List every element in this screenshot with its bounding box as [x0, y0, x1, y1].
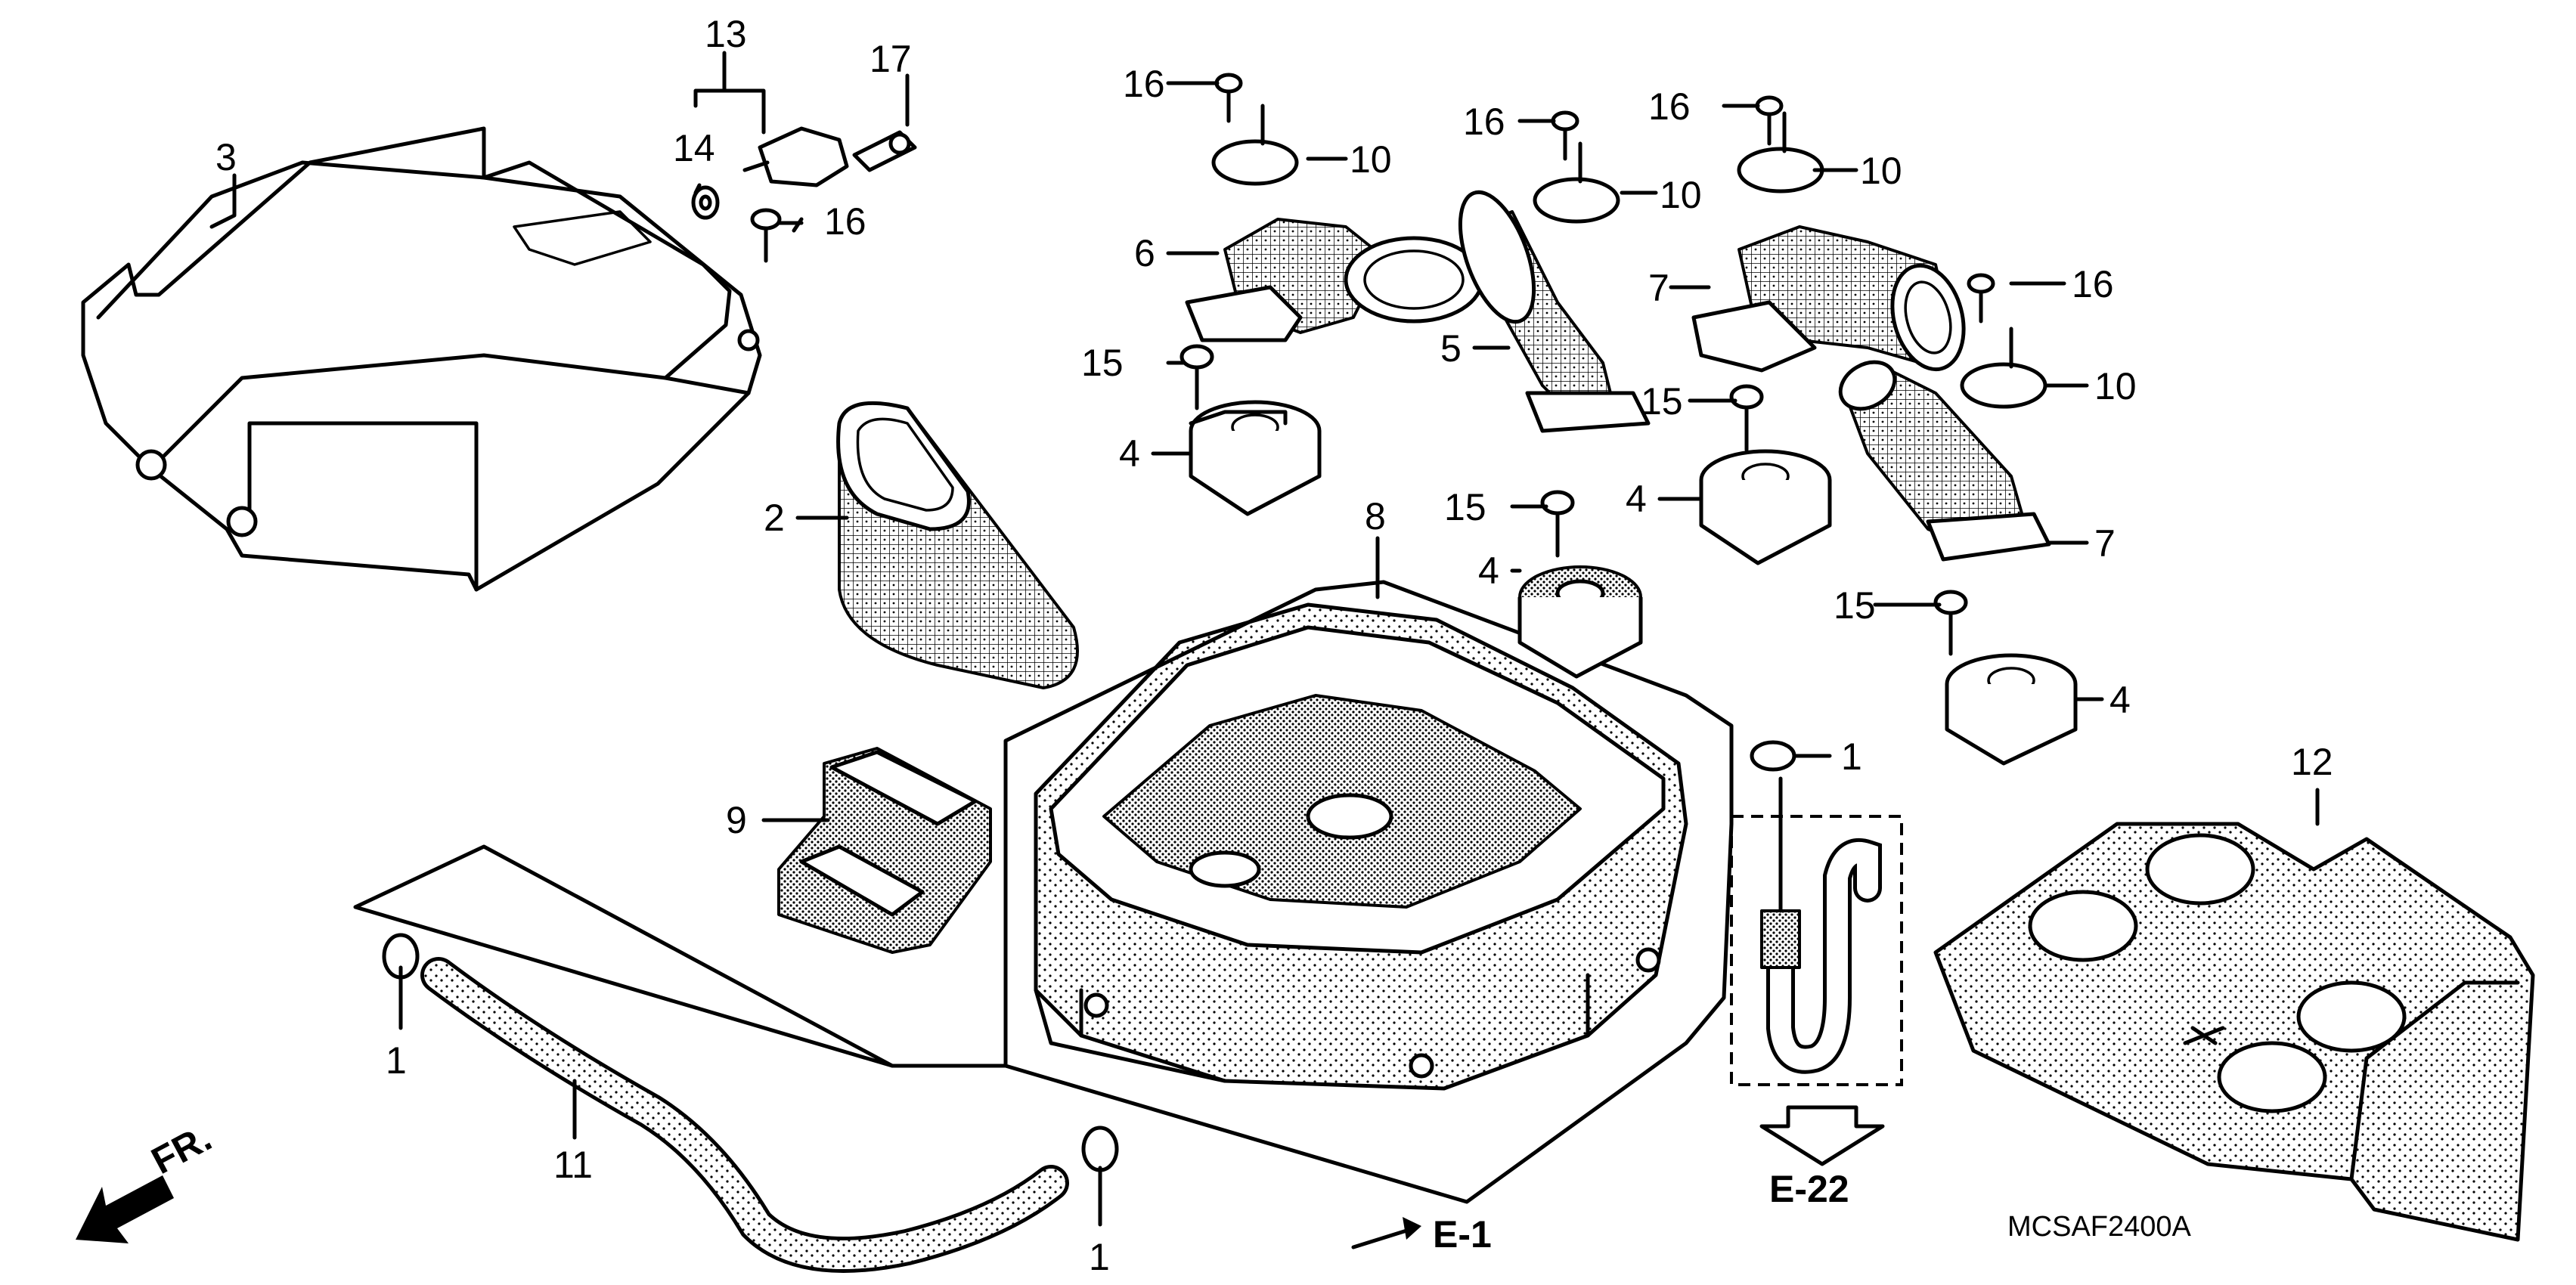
callout-10-a: 10 [1350, 138, 1392, 181]
air-funnel-part-7-upper [1691, 225, 1966, 373]
callout-12: 12 [2291, 741, 2333, 783]
insulator-part-4-d [1945, 653, 2078, 766]
hose-clip-part-1 [382, 740, 1796, 1172]
callout-4-b: 4 [1626, 478, 1647, 520]
insulator-part-4-a [1189, 400, 1322, 516]
callout-4-a: 4 [1119, 432, 1140, 475]
protector-bracket-part-12 [1933, 822, 2535, 1242]
air-funnel-part-6 [1185, 218, 1484, 342]
callout-11: 11 [553, 1144, 593, 1186]
reference-box-e-22 [1730, 776, 1903, 1166]
callout-7-lower: 7 [2094, 522, 2116, 565]
callout-1-right: 1 [1841, 735, 1862, 778]
callout-3: 3 [215, 136, 237, 178]
callout-14: 14 [673, 127, 715, 169]
air-cleaner-cover-part-3 [81, 126, 762, 592]
e-1-pointer [1351, 1226, 1416, 1249]
front-label: FR. [144, 1116, 218, 1182]
callout-15-b: 15 [1641, 380, 1683, 423]
callout-2: 2 [764, 497, 785, 539]
callout-15-a: 15 [1081, 342, 1124, 384]
callout-5: 5 [1440, 327, 1462, 370]
callout-17: 17 [870, 38, 912, 80]
clamp-part-10 [1211, 104, 2047, 409]
callout-16-cover: 16 [824, 200, 866, 243]
callout-16-d: 16 [2072, 263, 2114, 305]
intake-duct-part-9 [777, 747, 992, 954]
callout-16-b: 16 [1463, 101, 1505, 143]
callout-1-left: 1 [386, 1039, 407, 1082]
screws-part-15-16 [1180, 73, 1995, 656]
callout-10-d: 10 [2094, 365, 2137, 407]
washer-part-14 [691, 185, 720, 220]
callout-9: 9 [726, 799, 747, 841]
callout-7-upper: 7 [1648, 267, 1669, 309]
air-cleaner-case-part-8 [1034, 602, 1688, 1091]
callout-6: 6 [1134, 232, 1155, 274]
air-funnel-part-5 [1458, 190, 1651, 433]
e-1-arrowhead [1403, 1217, 1421, 1240]
callout-13: 13 [705, 13, 747, 55]
front-direction-arrow [76, 1175, 174, 1243]
callout-1-bottom: 1 [1089, 1236, 1110, 1278]
air-filter-element-part-2 [836, 401, 1079, 689]
reference-e-1: E-1 [1433, 1213, 1492, 1256]
callout-10-b: 10 [1660, 174, 1702, 216]
callout-10-c: 10 [1860, 150, 1902, 192]
callout-4-c: 4 [1478, 550, 1499, 592]
sensor-assembly-part-13 [742, 126, 917, 187]
callout-8: 8 [1365, 495, 1386, 537]
air-funnel-part-7-lower [1838, 360, 2051, 562]
callout-4-d: 4 [2109, 679, 2131, 721]
callout-16-a: 16 [1123, 63, 1165, 105]
diagram-code: MCSAF2400A [2007, 1211, 2192, 1243]
callout-15-d: 15 [1834, 584, 1876, 627]
drain-tube-part-11 [420, 957, 1069, 1273]
group-outline-tube [353, 844, 1008, 1068]
insulator-part-4-c [1517, 565, 1643, 679]
callout-16-c: 16 [1648, 85, 1691, 128]
screw-part-16-cover [750, 208, 782, 263]
leader-lines [209, 51, 2320, 1227]
callout-15-c: 15 [1444, 486, 1486, 528]
reference-e-22: E-22 [1769, 1168, 1849, 1210]
insulator-part-4-b [1699, 449, 1832, 565]
